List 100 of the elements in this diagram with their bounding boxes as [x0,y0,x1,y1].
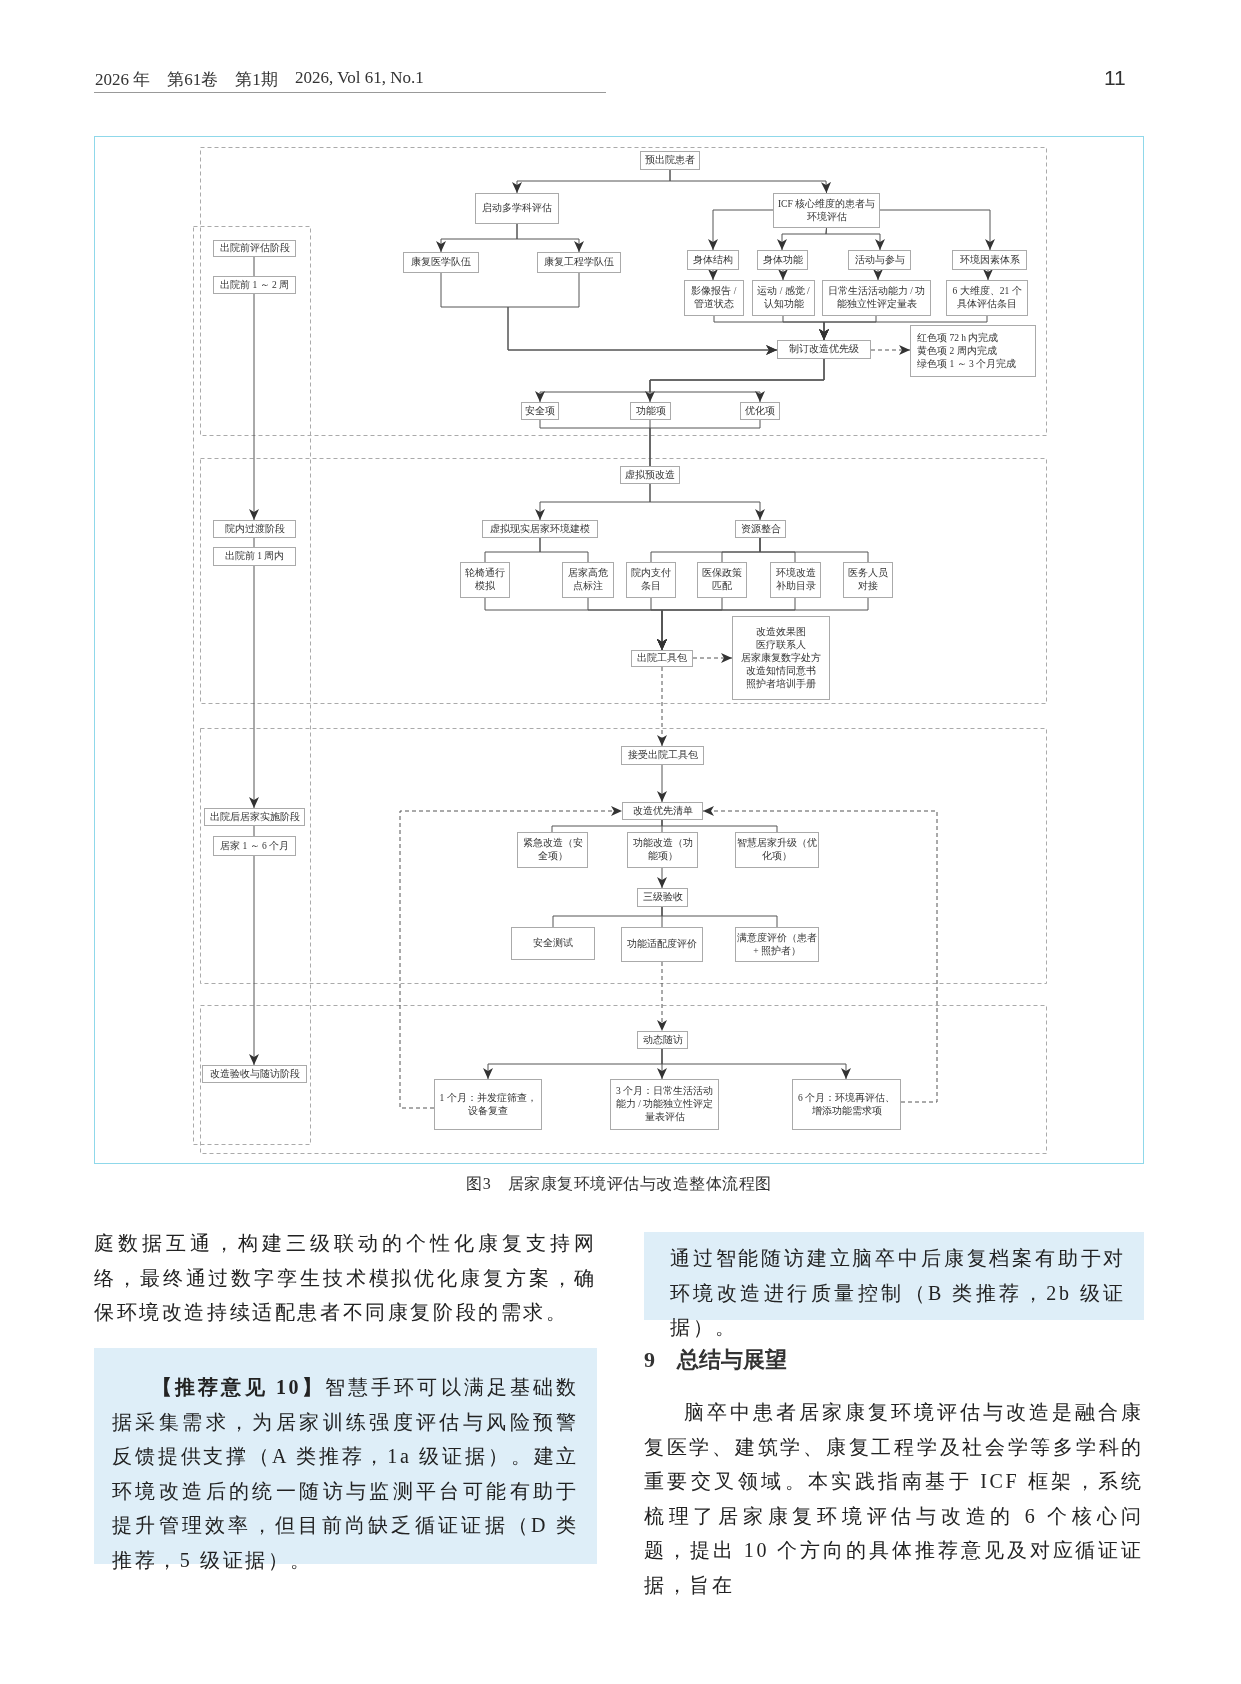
box-label: 6 大维度、21 个具体评估条目 [951,285,1023,311]
box-label: 影像报告 / 管道状态 [690,285,738,311]
box-label: 出院后居家实施阶段 [209,810,300,824]
connector-line [661,906,778,928]
box-label: 医保政策匹配 [701,567,743,593]
connector-line [539,537,589,563]
box-label: 三级验收 [642,891,683,904]
box-label: 1 个月：并发症筛查，设备复查 [438,1091,538,1118]
connector-arrow [657,764,667,803]
process-box [640,151,700,170]
box-label: 环境因素体系 [959,253,1020,267]
list-item-text: 红色项 72 h 内完成 [917,331,999,345]
running-header: 2026 年 第61卷 第1期 [95,69,278,91]
stage-box [202,1065,307,1083]
process-box [620,466,680,484]
process-box [792,1079,901,1130]
box-label: 接受出院工具包 [627,749,698,762]
stage-box [213,240,296,257]
box-label: 功能改造（功能项） [631,837,694,863]
connector-arrow [873,269,883,281]
checklist-box [732,616,830,700]
connector-arrow [516,223,584,253]
box-label: 院内过渡阶段 [224,522,285,536]
box-label: 虚拟现实居家环境建模 [490,522,590,536]
process-box [757,250,808,270]
process-box [403,252,479,273]
list-item-text: 黄色项 2 周内完成 [917,344,997,358]
process-box [687,250,739,270]
connector-arrow [249,293,259,521]
box-label: 虚拟预改造 [625,468,675,482]
list-item-text: 绿色项 1 ～ 3 个月完成 [917,357,1016,371]
connector-arrow [778,269,788,281]
connector-arrow [661,1048,851,1080]
page-number: 11 [1104,66,1126,90]
connector-arrow [649,483,765,521]
box-label: 居家高危点标注 [567,567,609,593]
process-box [735,520,786,538]
box-label: 制订改造优先级 [789,343,859,356]
process-box [621,927,703,962]
box-label: 出院工具包 [637,652,687,665]
box-label: 活动与参与 [854,253,905,267]
connector-arrow [657,597,869,651]
connector-arrow [702,806,938,1103]
connector-arrow [692,653,733,663]
process-box [630,402,671,420]
box-label: 运动 / 感觉 / 认知功能 [756,285,811,311]
list-item-text: 居家康复数字处方 [741,651,821,665]
process-box [511,927,595,960]
process-box [475,193,559,224]
box-label: 预出院患者 [645,154,695,167]
body-paragraph: 脑卒中患者居家康复环境评估与改造是融合康复医学、建筑学、康复工程学及社会学等多学科的重要交叉领域。本实践指南基于 ICF 框架，系统梳理了居家康复环境评估与改造的 6 个核心问题，提出 10 个方向的具体推荐意见及对应循证证据，旨在 [644,1400,1144,1598]
process-box [777,340,871,359]
process-box [610,1079,719,1130]
box-label: 6 个月：环境再评估、增添功能需求项 [796,1091,897,1118]
box-label: 动态随访 [642,1033,683,1047]
process-box [621,746,704,765]
body-paragraph: 庭数据互通，构建三级联动的个性化康复支持网络，最终通过数字孪生技术模拟优化康复方案，确保环境改造持续适配患者不同康复阶段的需求。 [94,1231,597,1325]
box-label: 出院前 1 周内 [224,550,285,563]
connector-arrow [657,867,667,889]
process-box [637,1031,688,1049]
section-heading: 9 总结与展望 [644,1346,787,1374]
note-box [910,325,1036,377]
recommendation-text: 【推荐意见 10】智慧手环可以满足基础数据采集需求，为居家训练强度评估与风险预警反馈提供支撑（A 类推荐，1a 级证据）。建立环境改造后的统一随访与监测平台可能有助于提升管理效率，但目前尚缺乏循证证据（D 类推荐，5 级证据）。 [112,1375,579,1573]
box-label: 环境改造补助目录 [774,567,817,593]
connector-arrow [825,227,885,251]
process-box [622,802,703,820]
connector-line [253,825,255,837]
connector-arrow [708,209,774,251]
list-item-text: 改造效果图 [756,625,806,639]
box-label: 启动多学科评估 [482,202,552,215]
connector-line [661,819,778,833]
list-item-text: 医疗联系人 [756,638,806,652]
box-label: 医务人员对接 [847,567,889,593]
box-label: 改造验收与随访阶段 [209,1067,300,1081]
box-label: 日常生活活动能力 / 功能独立性评定量表 [826,285,927,311]
connector-arrow [399,806,623,1109]
process-box [684,280,744,316]
list-item-text: 照护者培训手册 [746,677,816,691]
process-box [434,1079,542,1130]
connector-arrow [657,961,667,1032]
box-label: 安全项 [525,404,555,418]
box-label: 出院前 1 ～ 2 周 [220,278,289,292]
process-box [952,250,1027,270]
connector-arrow [819,315,988,341]
box-label: 居家 1 ～ 6 个月 [220,839,289,853]
connector-arrow [249,855,259,1066]
recommendation-text: 通过智能随访建立脑卒中后康复档案有助于对环境改造进行质量控制（B 类推荐，2b 级证据）。 [670,1246,1126,1340]
connector-line [253,256,255,277]
process-box [537,252,621,273]
box-label: 出院前评估阶段 [219,242,290,255]
box-label: 功能适配度评价 [627,938,697,951]
stage-box [213,276,296,294]
box-label: 身体功能 [762,253,803,267]
connector-arrow [507,272,778,355]
stage-box [213,836,296,856]
box-label: 优化项 [745,404,775,418]
connector-arrow [669,169,832,194]
box-label: 轮椅通行模拟 [464,567,506,593]
process-box [521,402,559,420]
figure-caption: 图3 居家康复环境评估与改造整体流程图 [465,1174,773,1194]
